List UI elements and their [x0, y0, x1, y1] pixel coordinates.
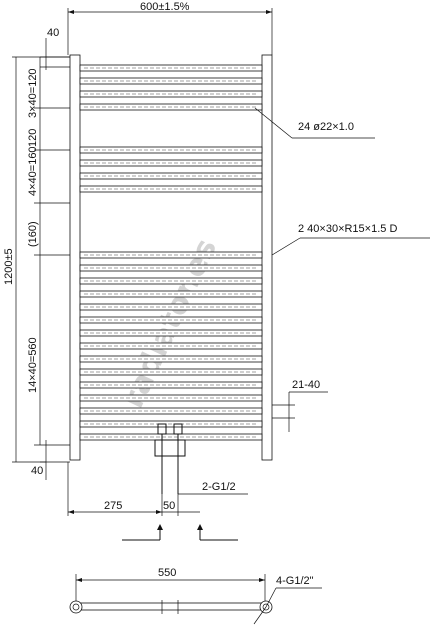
dim-connection-position: 275 50: [67, 462, 200, 516]
dim-wall-gap: 21-40: [272, 379, 328, 432]
connection-x-label: 275: [104, 500, 122, 512]
dim-vertical-chain: 3×40=120 120 4×40=160 (160) 14×40=560 12…: [3, 56, 70, 463]
bottom-offset-label: 40: [31, 465, 43, 477]
overall-height-label: 1200±5: [3, 248, 15, 285]
valve-block: [154, 439, 186, 457]
lower-pitch-label: 14×40=560: [27, 337, 39, 393]
radiator-front-view: [69, 54, 273, 494]
connection-pitch-label: 50: [163, 500, 175, 512]
gap-label: (160): [27, 221, 39, 247]
right-collector: [261, 54, 273, 461]
dim-overall-width: 600±1.5%: [67, 1, 273, 55]
horizontal-tubes: [79, 64, 263, 441]
plan-connection-label: 4-G1/2": [276, 575, 314, 587]
connection-label: 2-G1/2: [202, 481, 236, 493]
plan-collector-left: [69, 600, 83, 614]
wall-gap-label: 21-40: [292, 379, 320, 391]
top-pitch-label: 3×40=120: [27, 68, 39, 118]
dim-top-offset: 40: [40, 27, 70, 70]
upper-pitch-label: 4×40=160: [27, 146, 39, 196]
radiator-plan-view: 550 4-G1/2": [69, 567, 322, 625]
tube-spec-label: 24 ø22×1.0: [298, 121, 354, 133]
left-collector: [69, 54, 81, 461]
top-offset-label: 40: [47, 27, 59, 39]
frame-spec-label: 2 40×30×R15×1.5 D: [298, 223, 397, 235]
section-marker: [122, 524, 238, 541]
callout-connection: 2-G1/2: [178, 481, 248, 495]
axis-distance-label: 550: [158, 567, 176, 579]
callout-tube-spec: 24 ø22×1.0: [254, 107, 375, 139]
callout-frame-spec: 2 40×30×R15×1.5 D: [271, 223, 430, 256]
dim-bottom-offset: 40: [31, 440, 47, 480]
plan-bar: [75, 602, 267, 611]
overall-width-label: 600±1.5%: [140, 1, 190, 13]
top-span-label: 120: [27, 129, 39, 147]
